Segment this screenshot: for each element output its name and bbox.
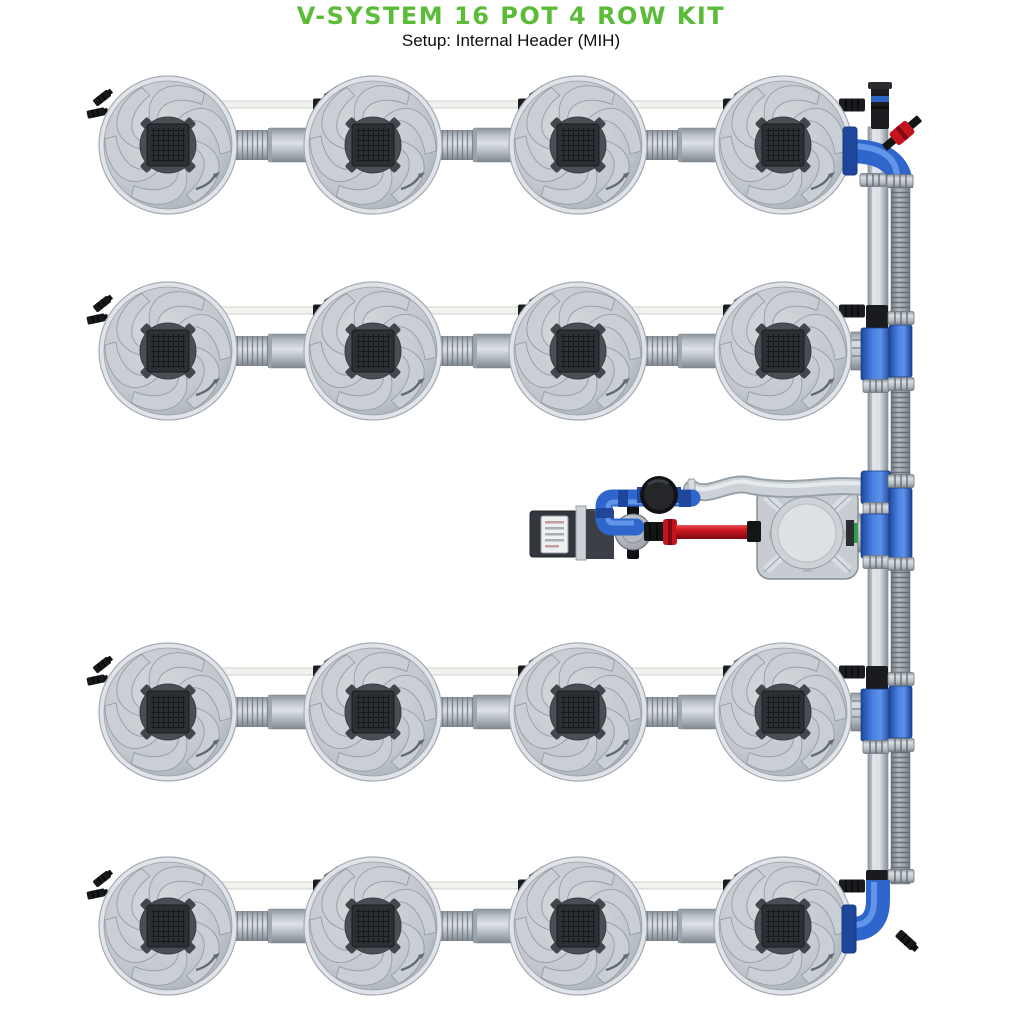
header-top-cap: [868, 82, 892, 129]
pump-bolt: [627, 548, 639, 559]
red-pipe: [676, 525, 752, 539]
union-clamp: [887, 376, 915, 392]
blue-union-segment: [888, 324, 913, 378]
union-clamp: [887, 556, 915, 572]
pump-assembly: [529, 470, 915, 580]
page-subtitle: Setup: Internal Header (MIH): [401, 31, 621, 50]
pump-bracket: [575, 505, 587, 561]
black-fitting: [747, 521, 761, 542]
pot-row-3: [86, 639, 865, 785]
barb-fitting: [894, 928, 921, 954]
pot-row-2: [86, 278, 865, 424]
header-tee: [866, 305, 888, 329]
reservoir-header-junction: [860, 470, 915, 572]
pump-bolt: [627, 505, 639, 516]
red-discharge-line: [644, 519, 761, 545]
union-clamp: [887, 868, 915, 884]
outlet-green-band: [854, 523, 858, 543]
blue-tee: [860, 470, 892, 505]
pot-row-4: [86, 853, 865, 999]
union-clamp: [862, 554, 890, 570]
blue-elbow: [851, 880, 890, 941]
blue-manifold: [595, 489, 701, 536]
union-clamp: [887, 310, 915, 326]
header-tee: [866, 666, 888, 690]
row3-header-junction: [850, 666, 915, 755]
union-clamp: [886, 173, 914, 189]
page-header: V-SYSTEM 16 POT 4 ROW KIT Setup: Interna…: [0, 0, 1022, 51]
elbow-highlight: [853, 882, 877, 928]
reservoir: [756, 486, 859, 580]
row1-header-junction: [842, 115, 922, 189]
pot-flange: [841, 904, 857, 954]
union-clamp: [862, 739, 890, 755]
union-clamp: [887, 671, 915, 687]
union-clamp: [862, 378, 890, 394]
row4-header-junction: [841, 868, 921, 954]
blue-union-segment: [860, 327, 892, 381]
blue-union-segment: [888, 685, 913, 739]
pot-flange: [842, 126, 858, 176]
row2-header-junction: [850, 305, 915, 394]
union-clamp: [887, 737, 915, 753]
union-clamp: [859, 172, 887, 188]
page-title: V-SYSTEM 16 POT 4 ROW KIT: [296, 2, 726, 30]
union-clamp: [887, 473, 915, 489]
blue-union-segment: [888, 487, 913, 559]
pot-row-1: [86, 72, 865, 218]
red-drain-valve: [882, 115, 922, 151]
blue-union-segment: [860, 688, 892, 742]
pump-label-lines: [545, 521, 564, 548]
elbow-highlight: [850, 143, 900, 179]
blue-union-segment: [860, 513, 892, 559]
union-clamp: [862, 501, 890, 517]
inline-ball-valve: [637, 476, 681, 514]
black-fitting: [644, 522, 666, 541]
